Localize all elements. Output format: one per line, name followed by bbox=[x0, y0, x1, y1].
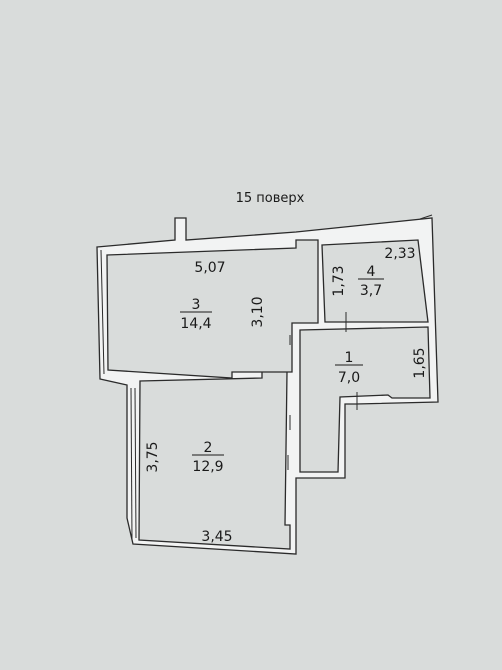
dimension-5-07: 5,07 bbox=[194, 260, 225, 276]
dimension-1-73: 1,73 bbox=[331, 265, 347, 296]
corner-mark bbox=[419, 214, 433, 220]
dimension-3-45: 3,45 bbox=[201, 529, 232, 545]
room-4-area: 3,7 bbox=[360, 283, 382, 299]
window-left-lower bbox=[130, 387, 133, 541]
room-4: 4 3,7 bbox=[358, 264, 384, 299]
window-left-upper bbox=[100, 249, 105, 375]
window-left-lower-2 bbox=[134, 387, 137, 539]
outer-wall bbox=[96, 217, 439, 555]
floor-label: 15 поверх bbox=[236, 191, 305, 206]
dimension-3-75: 3,75 bbox=[145, 441, 161, 472]
room-2: 2 12,9 bbox=[192, 440, 224, 475]
dimension-3-10: 3,10 bbox=[250, 296, 266, 327]
room-1-area: 7,0 bbox=[338, 370, 360, 386]
room-3-number: 3 bbox=[192, 297, 201, 313]
room-1-number: 1 bbox=[345, 350, 354, 366]
dimension-1-65: 1,65 bbox=[412, 347, 428, 378]
room-3-area: 14,4 bbox=[180, 316, 211, 332]
room-2-number: 2 bbox=[204, 440, 213, 456]
walls bbox=[96, 214, 439, 555]
room-1: 1 7,0 bbox=[335, 350, 363, 386]
room-4-number: 4 bbox=[367, 264, 376, 280]
room-3: 3 14,4 bbox=[180, 297, 212, 332]
dimension-2-33: 2,33 bbox=[384, 246, 415, 262]
room-2-area: 12,9 bbox=[192, 459, 223, 475]
